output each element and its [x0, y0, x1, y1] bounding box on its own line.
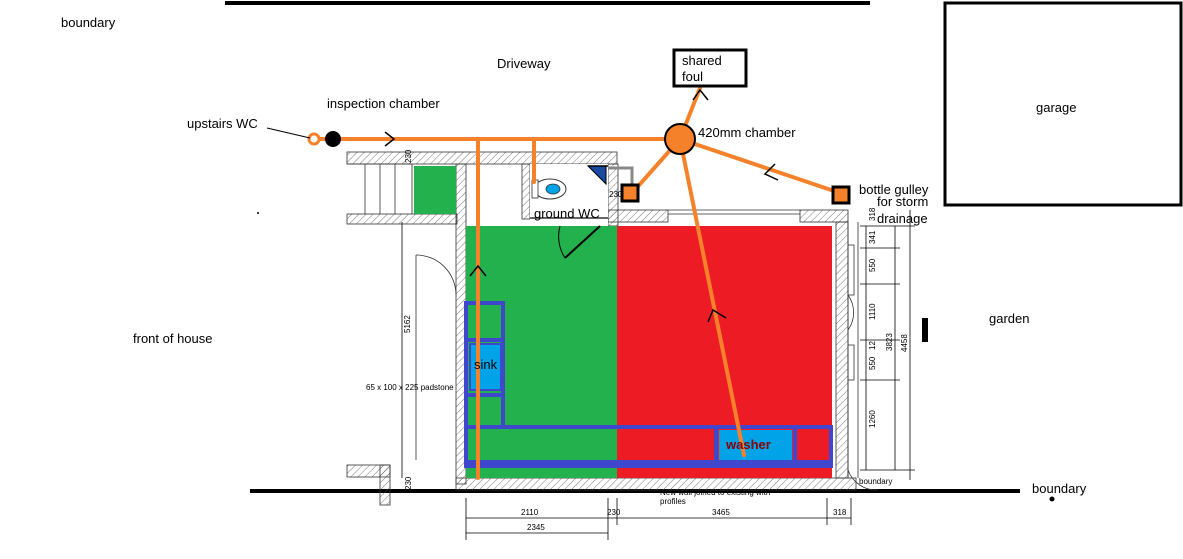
dim-label: 12 — [868, 341, 877, 350]
dim-label: 3823 — [885, 333, 894, 351]
dim-label: 1260 — [868, 410, 877, 428]
wall-note-label: profiles — [660, 497, 686, 506]
boundary-small-label: boundary — [859, 477, 892, 486]
garage-box — [943, 1, 1183, 207]
bottle-gulley-label: bottle gulley — [859, 182, 929, 197]
driveway-label: Driveway — [497, 56, 551, 71]
wc-outlet-icon — [620, 183, 640, 203]
drainage-pipes — [312, 86, 842, 480]
flow-arrows — [384, 88, 779, 323]
boundary-top-label: boundary — [61, 15, 116, 30]
dim-label: 230 — [607, 508, 621, 517]
garage-label: garage — [1036, 100, 1076, 115]
chamber-420-label: 420mm chamber — [698, 125, 796, 140]
bottle-gulley-icon — [831, 185, 851, 205]
kitchen-units — [464, 301, 833, 468]
upstairs-wc-label: upstairs WC — [187, 116, 258, 131]
dim-label: 230 — [404, 149, 413, 163]
bottle-gulley-label: drainage — [877, 211, 928, 226]
dim-label: 1110 — [868, 303, 877, 320]
dim-label: 2110 — [521, 508, 539, 517]
marker-dot — [257, 212, 259, 214]
dim-label: 230 — [404, 476, 413, 490]
chamber-420-icon — [664, 123, 696, 155]
ground-wc-label: ground WC — [534, 206, 600, 221]
garden-label: garden — [989, 311, 1029, 326]
boundary-bottom-label: boundary — [1032, 481, 1087, 496]
dim-label: 4458 — [900, 334, 909, 352]
shared-foul-label: shared — [682, 53, 722, 68]
dim-label: 550 — [868, 356, 877, 370]
building-walls — [346, 151, 928, 506]
padstone-label: 65 x 100 x 225 padstone — [366, 383, 454, 392]
dim-label: 2345 — [527, 523, 545, 532]
upstairs-wc-leader — [266, 127, 311, 139]
sink-label: sink — [474, 357, 498, 372]
dim-label: 5162 — [403, 315, 412, 333]
basin-connector — [608, 166, 634, 190]
marker-dot — [1049, 496, 1055, 502]
dim-label: 550 — [868, 258, 877, 272]
dim-label: 230 — [609, 190, 623, 199]
dim-label: 318 — [868, 207, 877, 221]
shared-foul-label: foul — [682, 69, 703, 84]
shared-foul-box — [672, 48, 748, 88]
bottle-gulley-label: for storm — [877, 194, 928, 209]
upstairs-wc-point — [307, 132, 321, 146]
inspection-chamber-icon — [325, 131, 341, 147]
dim-label: 3465 — [712, 508, 730, 517]
dim-label: 318 — [833, 508, 847, 517]
ground-wc-room — [530, 164, 608, 259]
washer-appliance — [719, 430, 792, 460]
dimension-lines — [401, 210, 915, 540]
wall-note-label: New wall joined to existing with — [660, 488, 770, 497]
sink-appliance — [469, 343, 502, 391]
dim-label: 341 — [868, 230, 877, 244]
washer-label: washer — [725, 437, 771, 452]
inspection-chamber-label: inspection chamber — [327, 96, 440, 111]
front-of-house-label: front of house — [133, 331, 213, 346]
